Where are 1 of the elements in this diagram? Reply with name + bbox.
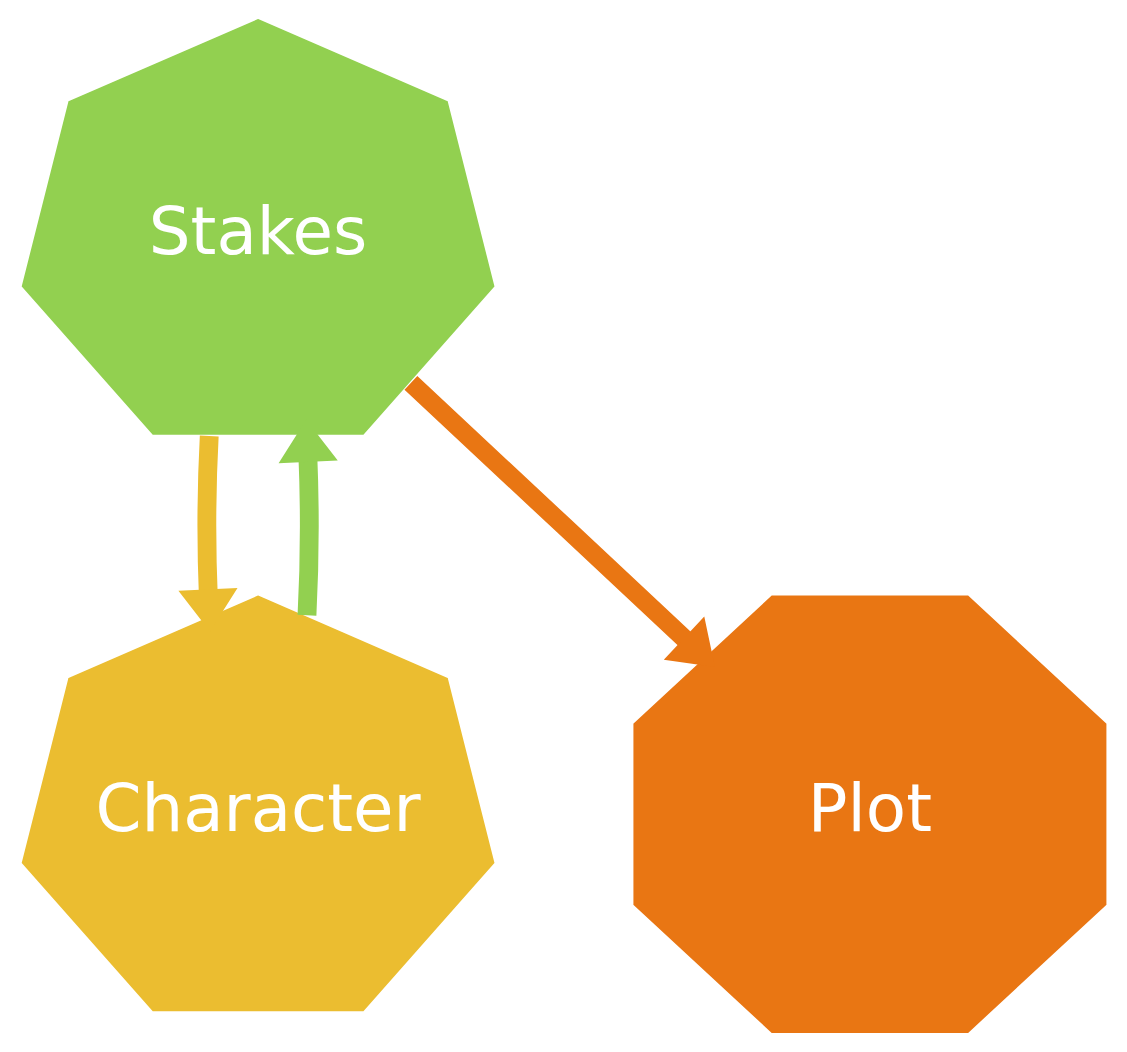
arrow [403, 376, 715, 668]
